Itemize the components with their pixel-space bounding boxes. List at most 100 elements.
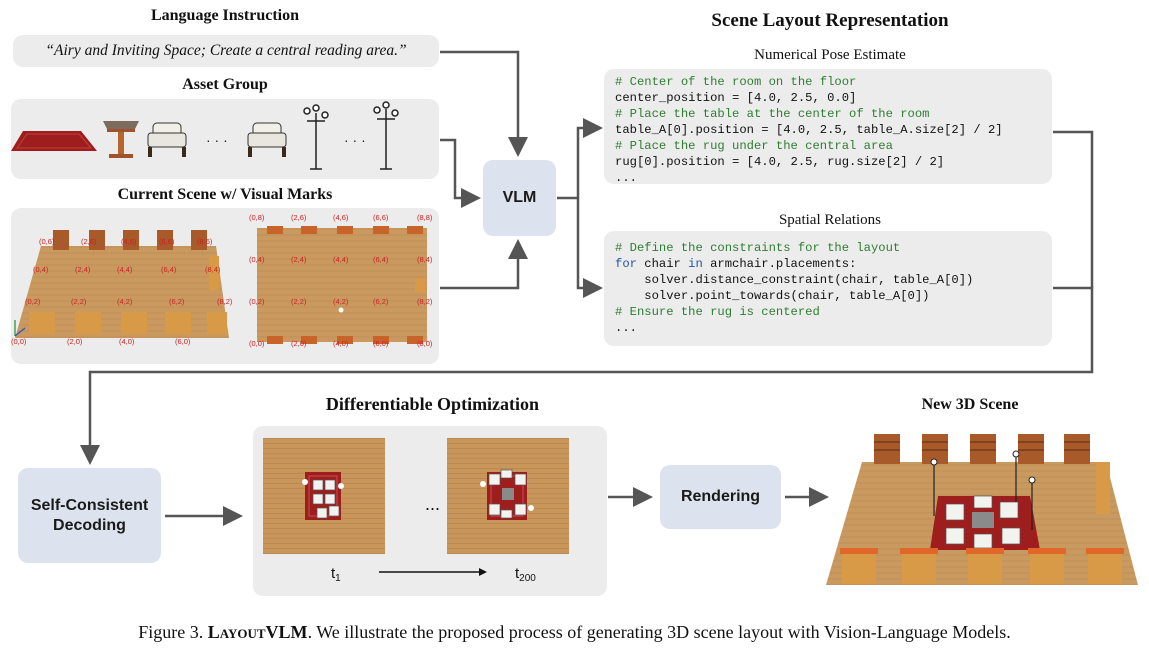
diff-opt-title: Differentiable Optimization	[325, 394, 540, 414]
visual-mark: (8,4)	[205, 265, 221, 274]
armchair-asset-icon	[147, 122, 187, 157]
visual-mark: (4,6)	[121, 237, 137, 246]
visual-mark: (2,6)	[291, 213, 307, 222]
visual-mark: (0,2)	[25, 297, 41, 306]
t-start-label: t	[331, 565, 336, 582]
caption-name: LayoutVLM	[207, 622, 308, 642]
vlm-box: VLM	[483, 160, 556, 236]
visual-mark: (6,6)	[159, 237, 175, 246]
visual-mark: (4,2)	[333, 297, 349, 306]
visual-mark: (8,8)	[417, 213, 433, 222]
table-asset-icon	[103, 121, 139, 158]
rendering-label: Rendering	[680, 488, 761, 505]
code-line: # Place the table at the center of the r…	[615, 107, 930, 121]
new-scene-title: New 3D Scene	[921, 396, 1019, 413]
code-line: center_position = [4.0, 2.5, 0.0]	[615, 91, 857, 105]
visual-mark: (8,6)	[197, 237, 213, 246]
frame-t1	[263, 438, 385, 554]
code-line: table_A[0].position = [4.0, 2.5, table_A…	[615, 123, 1003, 137]
visual-mark: (8,0)	[417, 339, 433, 348]
numerical-pose-code: # Center of the room on the floor center_…	[615, 74, 1003, 186]
code-line: ...	[615, 321, 637, 335]
visual-mark: (6,2)	[169, 297, 185, 306]
new-3d-scene-render	[826, 434, 1138, 585]
visual-mark: (4,2)	[117, 297, 133, 306]
current-scene-title: Current Scene w/ Visual Marks	[117, 186, 333, 203]
visual-mark: (2,0)	[67, 337, 83, 346]
numerical-pose-title: Numerical Pose Estimate	[754, 47, 906, 63]
visual-mark: (6,0)	[373, 339, 389, 348]
scene-layout-title: Scene Layout Representation	[711, 10, 949, 31]
frames-ellipsis: ...	[425, 494, 440, 514]
rug-asset-icon	[11, 131, 97, 151]
visual-mark: (6,0)	[175, 337, 191, 346]
asset-group-title: Asset Group	[182, 76, 268, 93]
visual-mark: (0,0)	[11, 337, 27, 346]
visual-mark: (0,0)	[249, 339, 265, 348]
visual-mark: (8,4)	[417, 255, 433, 264]
visual-mark: (0,6)	[39, 237, 55, 246]
visual-mark: (0,8)	[249, 213, 265, 222]
visual-mark: (2,0)	[291, 339, 307, 348]
code-line: solver.distance_constraint(chair, table_…	[615, 273, 974, 287]
asset-ellipsis-1: · · ·	[206, 132, 228, 148]
caption-prefix: Figure 3.	[138, 622, 204, 642]
spatial-relations-box: # Define the constraints for the layout f…	[604, 231, 1052, 346]
visual-mark: (2,2)	[291, 297, 307, 306]
floor-lamp-asset-icon	[303, 104, 329, 170]
svg-text:t1: t1	[331, 565, 341, 584]
visual-mark: (6,4)	[161, 265, 177, 274]
caption-text: . We illustrate the proposed process of …	[307, 622, 1011, 642]
numerical-pose-box: # Center of the room on the floor center_…	[604, 69, 1052, 186]
code-line: # Center of the room on the floor	[615, 75, 857, 89]
visual-mark: (2,2)	[71, 297, 87, 306]
self-consistent-label-1: Self-Consistent	[30, 496, 149, 514]
visual-mark: (8,2)	[417, 297, 433, 306]
visual-mark: (6,6)	[373, 213, 389, 222]
visual-mark: (2,4)	[291, 255, 307, 264]
visual-mark: (4,4)	[333, 255, 349, 264]
language-instruction-title: Language Instruction	[150, 7, 300, 24]
visual-mark: (6,2)	[373, 297, 389, 306]
rendering-box: Rendering	[660, 465, 781, 529]
language-instruction-box: “Airy and Inviting Space; Create a centr…	[13, 35, 439, 67]
visual-mark: (0,4)	[33, 265, 49, 274]
visual-mark: (4,4)	[117, 265, 133, 274]
asset-ellipsis-2: · · ·	[344, 132, 366, 148]
diff-opt-box: ... t1 t200	[253, 426, 607, 596]
code-line: solver.point_towards(chair, table_A[0])	[615, 289, 930, 303]
visual-mark: (4,0)	[119, 337, 135, 346]
code-line: # Ensure the rug is centered	[615, 305, 820, 319]
spatial-relations-title: Spatial Relations	[778, 212, 882, 228]
code-line: # Place the rug under the central area	[615, 139, 893, 153]
svg-text:t200: t200	[515, 565, 536, 584]
visual-mark: (4,6)	[333, 213, 349, 222]
current-scene-box: (0,6) (2,6) (4,6) (6,6) (8,6) (0,4) (2,4) (4,4)…	[11, 208, 439, 364]
asset-group-box: · · · · · ·	[11, 99, 439, 179]
code-line: rug[0].position = [4.0, 2.5, rug.size[2]…	[615, 155, 945, 169]
visual-mark: (4,0)	[333, 339, 349, 348]
armchair-asset-icon-2	[247, 122, 287, 157]
asset-thumbnails: · · · · · ·	[11, 101, 399, 170]
t-end-label: t	[515, 565, 520, 582]
visual-mark: (0,4)	[249, 255, 265, 264]
code-line: # Define the constraints for the layout	[615, 241, 901, 255]
visual-mark: (0,2)	[249, 297, 265, 306]
visual-mark: (8,2)	[217, 297, 233, 306]
visual-mark: (2,6)	[81, 237, 97, 246]
current-scene-renders: (0,6) (2,6) (4,6) (6,6) (8,6) (0,4) (2,4) (4,4)…	[11, 213, 433, 348]
vlm-label: VLM	[502, 189, 537, 206]
language-instruction-text: “Airy and Inviting Space; Create a centr…	[45, 42, 407, 59]
floor-lamp-asset-icon-2	[373, 101, 399, 170]
scene-floor-topdown	[257, 228, 427, 342]
visual-mark: (2,4)	[75, 265, 91, 274]
spatial-relations-code: # Define the constraints for the layout f…	[615, 240, 973, 336]
self-consistent-decoding-box: Self-Consistent Decoding	[18, 468, 161, 563]
frame-t200	[447, 438, 569, 554]
code-line: ...	[615, 171, 637, 185]
self-consistent-label-2: Decoding	[53, 516, 126, 534]
code-line: for chair in armchair.placements:	[615, 257, 857, 271]
optimization-frames: ... t1 t200	[263, 438, 569, 584]
visual-mark: (6,4)	[373, 255, 389, 264]
